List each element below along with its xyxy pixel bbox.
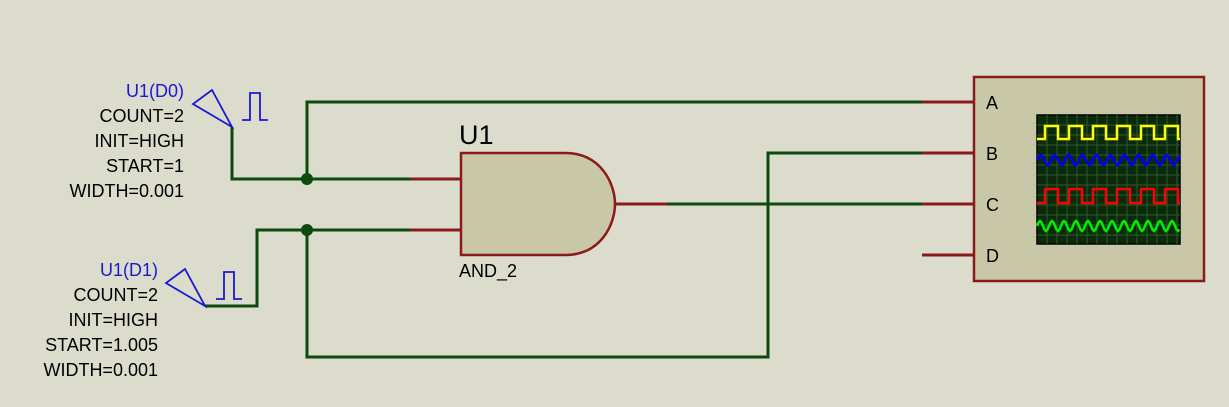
- generator-d1-start: START=1.005: [45, 335, 158, 355]
- junction-dot-d0: [301, 173, 313, 185]
- scope-trace-c: [1037, 187, 1180, 205]
- generator-d1-count: COUNT=2: [73, 285, 158, 305]
- and-gate-icon: [459, 151, 617, 257]
- generator-d1[interactable]: U1(D1) COUNT=2 INIT=HIGH START=1.005 WID…: [43, 260, 242, 380]
- wire-d1-to-gate[interactable]: [205, 228, 410, 308]
- scope-trace-a: [1037, 124, 1180, 141]
- scope-channel-label-a: A: [986, 93, 998, 113]
- and-gate-pins: [410, 177, 667, 232]
- scope-channel-label-d: D: [986, 246, 999, 266]
- generator-d1-init: INIT=HIGH: [68, 310, 158, 330]
- scope-screen: [1036, 114, 1181, 245]
- junction-dot-d1: [301, 224, 313, 236]
- and-gate-u1[interactable]: U1 AND_2: [410, 120, 667, 282]
- wire-d0-to-scope-a[interactable]: [305, 100, 922, 179]
- generator-d1-name: U1(D1): [100, 260, 158, 280]
- scope-channel-label-b: B: [986, 144, 998, 164]
- wire-d1-to-scope-b[interactable]: [305, 151, 922, 359]
- generator-d0-count: COUNT=2: [99, 106, 184, 126]
- gate-reference: U1: [459, 120, 494, 150]
- generator-d1-width: WIDTH=0.001: [43, 360, 158, 380]
- wires: [205, 100, 922, 359]
- generator-d0[interactable]: U1(D0) COUNT=2 INIT=HIGH START=1 WIDTH=0…: [69, 81, 268, 201]
- pulse-generator-icon: [164, 267, 242, 309]
- pulse-generator-icon: [191, 88, 268, 130]
- scope-channel-label-c: C: [986, 195, 999, 215]
- generator-d0-name: U1(D0): [126, 81, 184, 101]
- generator-d0-init: INIT=HIGH: [94, 131, 184, 151]
- scope-trace-d: [1035, 219, 1181, 233]
- wire-d0-to-gate[interactable]: [230, 127, 410, 181]
- scope-pins: [922, 100, 974, 257]
- oscilloscope[interactable]: A B C D: [922, 75, 1206, 283]
- generator-d0-start: START=1: [106, 156, 184, 176]
- scope-trace-b: [1035, 153, 1181, 167]
- oscilloscope-icon: [1035, 114, 1181, 245]
- gate-type-label: AND_2: [459, 261, 517, 282]
- generator-d0-width: WIDTH=0.001: [69, 181, 184, 201]
